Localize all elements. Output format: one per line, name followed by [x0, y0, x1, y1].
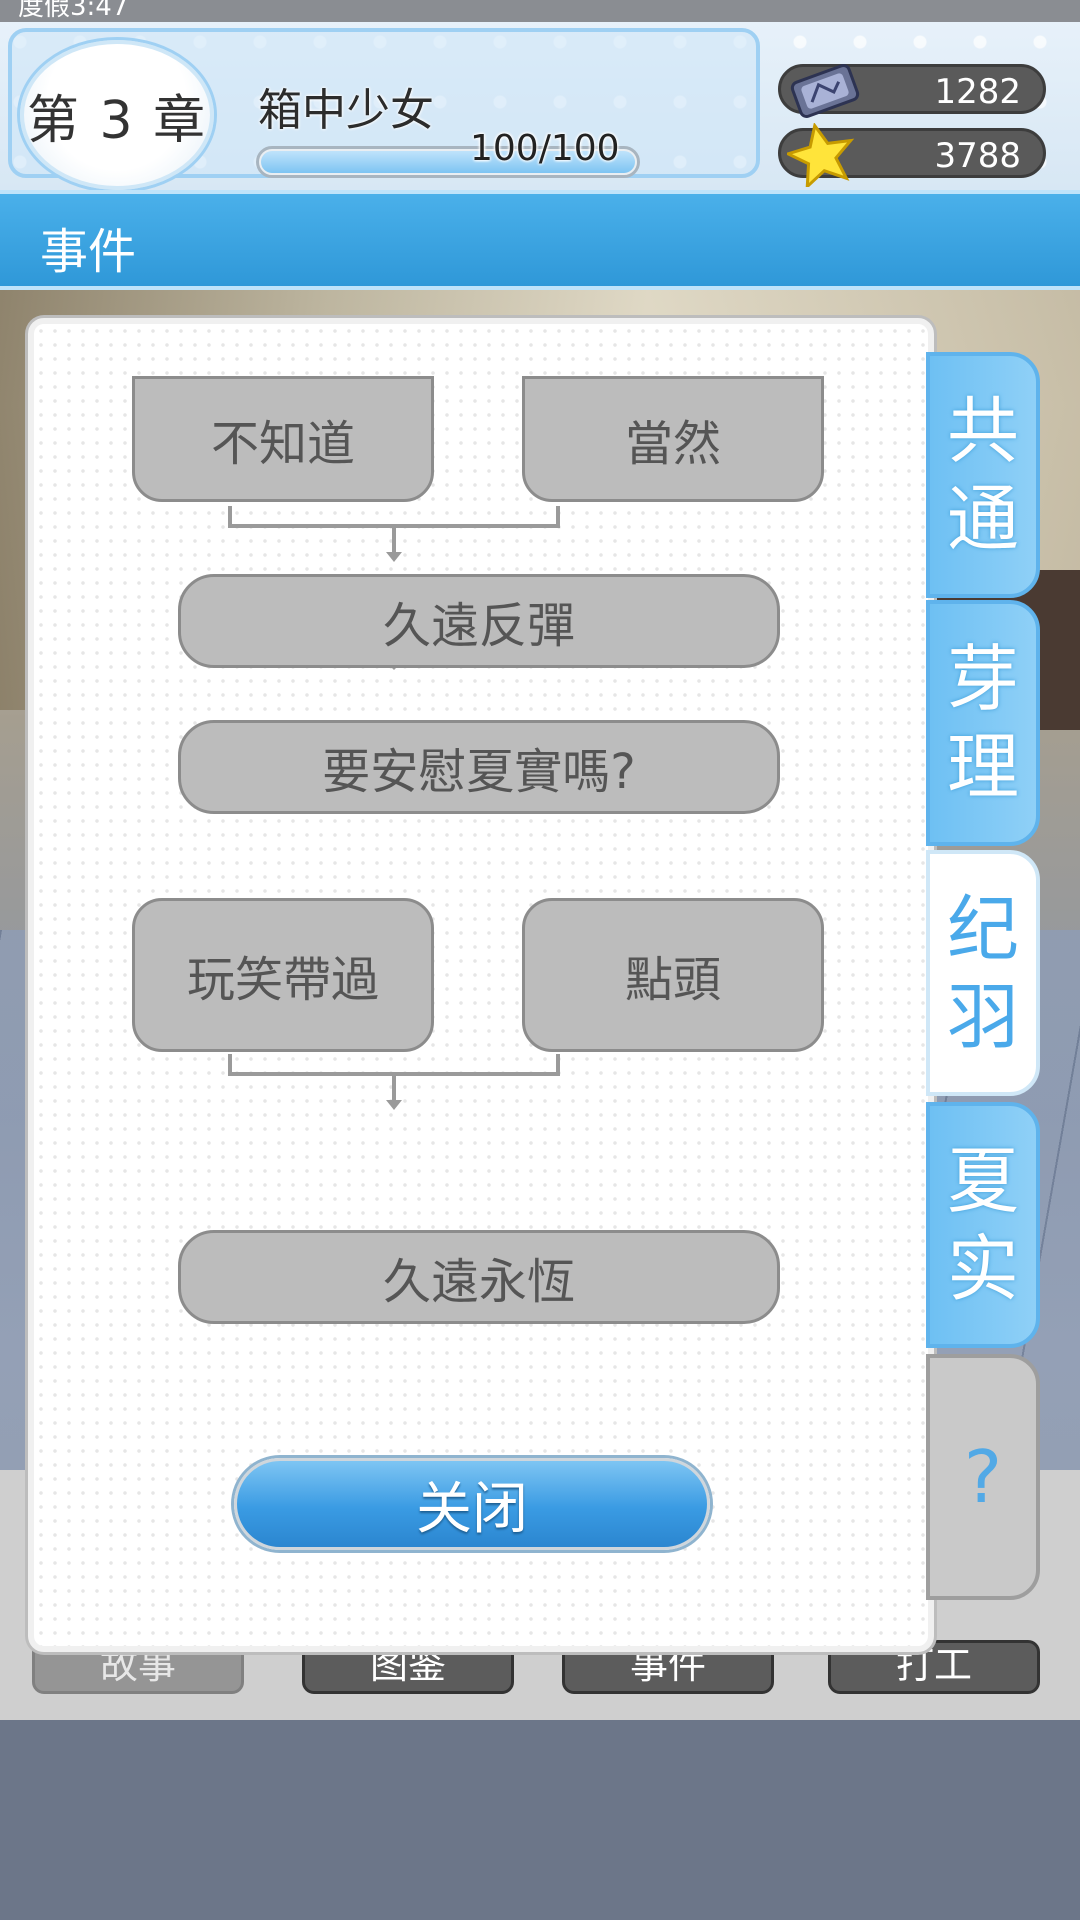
- flow-node-event-1[interactable]: 久遠反彈: [178, 574, 780, 668]
- section-bar: 事件: [0, 190, 1080, 290]
- flow-node-choice-dont-know[interactable]: 不知道: [132, 376, 434, 502]
- status-bar: 度假3:47: [0, 0, 1080, 22]
- flow-node-label: 久遠反彈: [382, 598, 575, 654]
- gem-count: 1282: [934, 72, 1021, 112]
- tab-label: ?: [964, 1433, 1002, 1521]
- star-counter[interactable]: 3788: [778, 123, 1046, 187]
- chapter-progress-text: 100/100: [470, 128, 620, 169]
- flow-node-label: 要安慰夏實嗎?: [322, 744, 636, 800]
- flow-node-label: 點頭: [624, 952, 721, 1008]
- tab-mari[interactable]: 芽理: [926, 600, 1040, 846]
- tab-label-char: 芽: [946, 637, 1019, 721]
- flow-node-question[interactable]: 要安慰夏實嗎?: [178, 720, 780, 814]
- status-bar-text: 度假3:47: [18, 0, 129, 22]
- flow-node-choice-joke[interactable]: 玩笑帶過: [132, 898, 434, 1052]
- header: 第 3 章 箱中少女 100/100 1282 3788: [0, 22, 1080, 190]
- tab-label-char: 羽: [946, 975, 1019, 1059]
- section-title: 事件: [40, 224, 137, 280]
- tab-natsumi[interactable]: 夏实: [926, 1102, 1040, 1348]
- tab-label-char: 纪: [946, 887, 1019, 971]
- tab-label: 夏实: [947, 1137, 1019, 1313]
- tab-label-char: 理: [946, 725, 1019, 809]
- flow-node-label: 不知道: [210, 416, 355, 472]
- flow-node-choice-of-course[interactable]: 當然: [522, 376, 824, 502]
- event-flowchart-modal: 不知道 當然 久遠反彈 要安慰夏實嗎? 玩笑帶過 點頭 久遠永恆 关闭: [28, 318, 934, 1652]
- chapter-progress-fill: [261, 151, 635, 173]
- gem-card-icon: [790, 64, 860, 118]
- tab-label-char: 共: [946, 389, 1019, 473]
- tab-label-char: 通: [946, 477, 1019, 561]
- tab-kiwa[interactable]: 纪羽: [926, 850, 1040, 1096]
- tab-label: 纪羽: [947, 885, 1019, 1061]
- tab-label: 共通: [947, 387, 1019, 563]
- flow-node-event-2[interactable]: 久遠永恆: [178, 1230, 780, 1324]
- flow-node-label: 玩笑帶過: [186, 952, 379, 1008]
- chapter-title: 箱中少女: [258, 85, 434, 136]
- star-icon: [787, 123, 855, 187]
- flow-node-label: 當然: [624, 416, 721, 472]
- tab-label-char: 夏: [946, 1139, 1019, 1223]
- close-button[interactable]: 关闭: [234, 1458, 710, 1550]
- tab-label-char: 实: [946, 1227, 1019, 1311]
- star-count: 3788: [934, 136, 1021, 176]
- lower-background: [0, 1720, 1080, 1920]
- flow-node-label: 久遠永恆: [382, 1254, 575, 1310]
- gem-counter[interactable]: 1282: [778, 64, 1046, 118]
- tab-label: 芽理: [947, 635, 1019, 811]
- flow-node-choice-nod[interactable]: 點頭: [522, 898, 824, 1052]
- tab-common[interactable]: 共通: [926, 352, 1040, 598]
- tab-locked[interactable]: ?: [926, 1354, 1040, 1600]
- chapter-badge: 第 3 章: [20, 40, 214, 190]
- chapter-progress-bar: [256, 146, 640, 178]
- tab-label-char: ?: [963, 1435, 1003, 1519]
